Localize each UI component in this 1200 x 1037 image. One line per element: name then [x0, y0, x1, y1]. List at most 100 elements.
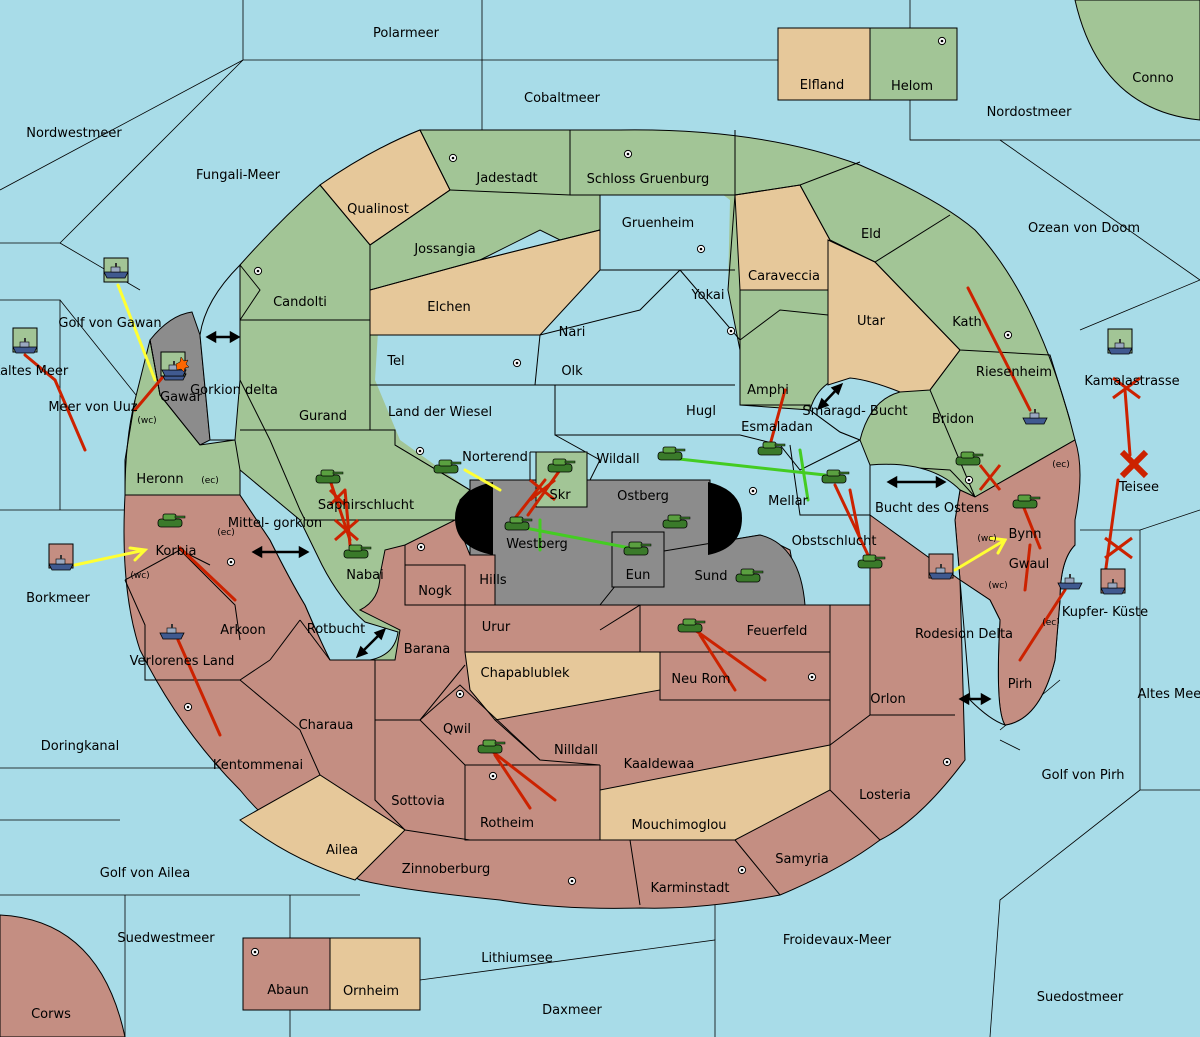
- label-kath: Kath: [952, 315, 982, 330]
- sea-suedwest: Suedwestmeer: [117, 931, 215, 946]
- label-ornheim: Ornheim: [343, 984, 399, 999]
- label-chapa: Chapablublek: [481, 666, 570, 681]
- sea-fungali: Fungali-Meer: [196, 168, 281, 183]
- sea-suedost: Suedostmeer: [1037, 990, 1124, 1005]
- label-heronn: Heronn: [136, 472, 183, 487]
- label-esmaladan: Esmaladan: [741, 420, 813, 435]
- label-eld: Eld: [861, 227, 881, 242]
- sea-cobaltmeer: Cobaltmeer: [524, 91, 601, 106]
- sea-gorkion: Gorkion delta: [190, 383, 278, 398]
- west-cap: [455, 482, 493, 555]
- province-labels: Elfland Helom Jadestadt Schloss Gruenbur…: [130, 78, 1148, 999]
- sea-daxmeer: Daxmeer: [542, 1003, 602, 1018]
- label-sund: Sund: [695, 569, 728, 584]
- sea-borkmeer: Borkmeer: [26, 591, 90, 606]
- label-feuerfeld: Feuerfeld: [747, 624, 808, 639]
- label-ostberg: Ostberg: [617, 489, 669, 504]
- sea-mittelgorkion: Mittel- gorkion: [228, 516, 322, 531]
- coast-gawar-wc: (wc): [137, 416, 156, 426]
- sea-corws: Corws: [31, 1007, 71, 1022]
- coast-labels: (wc) (ec) (ec) (wc) (ec) (wc) (wc) (ec): [130, 416, 1069, 628]
- sea-polarmeer: Polarmeer: [373, 26, 440, 41]
- label-olk: Olk: [561, 364, 583, 379]
- label-gawar: Gawar: [160, 390, 203, 405]
- sea-conno: Conno: [1132, 71, 1174, 86]
- label-amphi: Amphi: [747, 383, 789, 398]
- gorkion-delta-water: [199, 263, 241, 441]
- sea-golf-pirh: Golf von Pirh: [1042, 768, 1125, 783]
- label-nogk: Nogk: [418, 584, 452, 599]
- sea-nordwestmeer: Nordwestmeer: [26, 126, 122, 141]
- label-bynn: Bynn: [1008, 527, 1041, 542]
- label-elchen: Elchen: [427, 300, 470, 315]
- cut-markers: [328, 376, 1149, 560]
- label-charaua: Charaua: [299, 718, 354, 733]
- coast-bynn-ec: (ec): [1052, 460, 1070, 470]
- label-nabai: Nabai: [346, 568, 384, 583]
- label-korbia: Korbia: [155, 544, 196, 559]
- prov-ornheim[interactable]: [329, 937, 421, 1011]
- prov-eun[interactable]: [611, 531, 665, 588]
- label-kentommenai: Kentommenai: [213, 758, 303, 773]
- label-gwaul: Gwaul: [1009, 557, 1050, 572]
- label-jossangia: Jossangia: [413, 242, 475, 257]
- label-rotheim: Rotheim: [480, 816, 534, 831]
- label-mellar: Mellar: [768, 494, 808, 509]
- label-utar: Utar: [857, 314, 886, 329]
- sea-rotbucht: Rotbucht: [307, 622, 365, 637]
- bucht-des-ostens-water: [869, 463, 1007, 726]
- label-candolti: Candolti: [273, 295, 327, 310]
- sea-ozean: Ozean von Doom: [1028, 221, 1140, 236]
- label-gruenheim: Gruenheim: [622, 216, 694, 231]
- label-schloss: Schloss Gruenburg: [587, 172, 710, 187]
- sea-altes: Altes Meer: [1137, 687, 1200, 702]
- label-sottovia: Sottovia: [391, 794, 445, 809]
- label-helom: Helom: [891, 79, 933, 94]
- coast-gwaul-wc: (wc): [988, 581, 1007, 591]
- label-eun: Eun: [626, 568, 651, 583]
- label-gurand: Gurand: [299, 409, 347, 424]
- label-wildall: Wildall: [596, 452, 639, 467]
- retreat-boxes: [12, 257, 1133, 595]
- label-arkoon: Arkoon: [220, 623, 265, 638]
- label-skr: Skr: [549, 488, 571, 503]
- prov-ailea[interactable]: [239, 774, 406, 881]
- sea-golf-gawan: Golf von Gawan: [58, 316, 161, 331]
- mittelgorkion-water: [239, 468, 399, 661]
- corws-land: [0, 914, 126, 1037]
- label-nilldall: Nilldall: [554, 743, 598, 758]
- label-westberg: Westberg: [506, 537, 568, 552]
- sea-lithium: Lithiumsee: [481, 951, 552, 966]
- label-caraveccia: Caraveccia: [748, 269, 820, 284]
- label-jadestadt: Jadestadt: [475, 171, 537, 186]
- label-mouchi: Mouchimoglou: [631, 818, 726, 833]
- label-ailea: Ailea: [326, 843, 358, 858]
- label-orlon: Orlon: [870, 692, 905, 707]
- green-borders: [124, 129, 1071, 516]
- east-cap: [708, 482, 742, 555]
- sea-bucht: Bucht des Ostens: [875, 501, 989, 516]
- connection-arrows: [205, 330, 992, 706]
- label-barana: Barana: [404, 642, 450, 657]
- label-yokai: Yokai: [690, 288, 724, 303]
- prov-elfland[interactable]: [777, 27, 871, 101]
- label-verlorenes: Verlorenes Land: [130, 654, 235, 669]
- label-kaaldewaa: Kaaldewaa: [624, 757, 695, 772]
- sea-golf-ailea: Golf von Ailea: [100, 866, 190, 881]
- sea-nordostmeer: Nordostmeer: [987, 105, 1073, 120]
- label-abaun: Abaun: [267, 983, 309, 998]
- sea-smaragd: Smaragd- Bucht: [802, 404, 907, 419]
- coast-gwaul-ec: (ec): [1042, 618, 1060, 628]
- label-elfland: Elfland: [800, 78, 844, 93]
- prov-chapablublek[interactable]: [464, 651, 661, 721]
- conno-land: [1074, 0, 1200, 121]
- label-kupfer: Kupfer- Küste: [1062, 605, 1148, 620]
- label-zinnober: Zinnoberburg: [402, 862, 490, 877]
- sea-kaltes: Kaltes Meer: [0, 364, 69, 379]
- coast-korbia-wc: (wc): [130, 571, 149, 581]
- sea-froidevaux: Froidevaux-Meer: [783, 933, 892, 948]
- label-saphir: Saphirschlucht: [318, 498, 414, 513]
